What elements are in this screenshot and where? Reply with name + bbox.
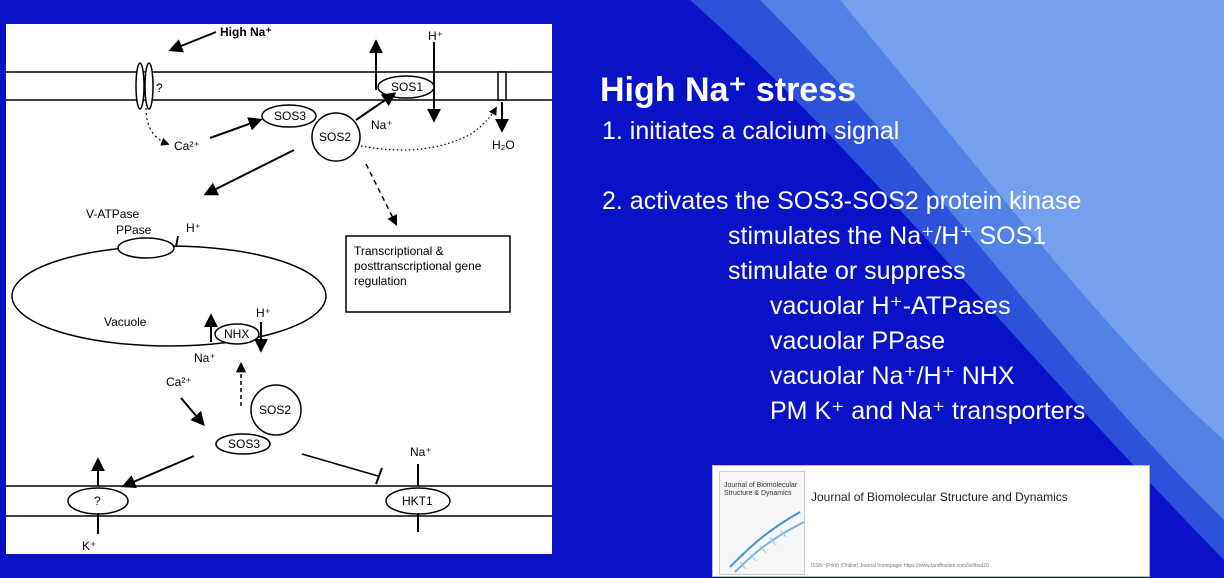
sos2-top-label: SOS2 bbox=[319, 130, 351, 144]
na-hkt1-label: Na⁺ bbox=[410, 445, 432, 459]
journal-cover-masthead: Journal of Biomolecular Structure & Dyna… bbox=[724, 482, 798, 497]
slide-text: High Na⁺ stress 1. initiates a calcium s… bbox=[600, 70, 1210, 429]
bullet-list: 1. initiates a calcium signal 2. activate… bbox=[600, 114, 1210, 429]
bullet-line: stimulates the Na⁺/H⁺ SOS1 bbox=[728, 222, 1047, 250]
bullet-line: vacuolar Na⁺/H⁺ NHX bbox=[770, 362, 1015, 390]
na-nhx-label: Na⁺ bbox=[194, 351, 216, 365]
ca-top-label: Ca²⁺ bbox=[174, 139, 200, 153]
hkt1-label: HKT1 bbox=[402, 494, 433, 508]
nhx-label: NHX bbox=[224, 327, 249, 341]
h2o-label: H₂O bbox=[492, 138, 515, 152]
bullet-line: vacuolar PPase bbox=[770, 327, 946, 355]
bullet-line: vacuolar H⁺-ATPases bbox=[770, 292, 1011, 320]
h-top-label: H⁺ bbox=[428, 29, 443, 43]
bullet-line: stimulate or suppress bbox=[728, 257, 966, 285]
ca-bottom-label: Ca²⁺ bbox=[166, 375, 192, 389]
journal-issn-line: ISSN: (Print) (Online) Journal homepage:… bbox=[811, 563, 989, 569]
transcriptional-regulation-box: Transcriptional & posttranscriptional ge… bbox=[354, 244, 482, 288]
journal-cover-image: Journal of Biomolecular Structure & Dyna… bbox=[719, 471, 805, 575]
h-nhx-label: H⁺ bbox=[256, 306, 271, 320]
channel-question-label: ? bbox=[156, 81, 163, 95]
bullet-line: 1. initiates a calcium signal bbox=[602, 117, 900, 145]
vacuole-label: Vacuole bbox=[104, 315, 147, 329]
sos3-top-label: SOS3 bbox=[274, 109, 306, 123]
sos3-bottom-label: SOS3 bbox=[228, 437, 260, 451]
bullet-line: 2. activates the SOS3-SOS2 protein kinas… bbox=[602, 187, 1082, 215]
bullet-line: PM K⁺ and Na⁺ transporters bbox=[770, 397, 1086, 425]
slide-title: High Na⁺ stress bbox=[600, 71, 857, 109]
salt-stress-pathway-diagram: ? High Na⁺ H₂O H⁺ SOS1 Na⁺ SOS3 SOS2 Ca²… bbox=[6, 25, 552, 553]
na-sos1-label: Na⁺ bbox=[371, 118, 393, 132]
high-na-label: High Na⁺ bbox=[220, 25, 272, 39]
sos1-label: SOS1 bbox=[391, 80, 423, 94]
h-vac-label: H⁺ bbox=[186, 221, 201, 235]
journal-title: Journal of Biomolecular Structure and Dy… bbox=[811, 490, 1068, 504]
journal-thumbnail: Journal of Biomolecular Structure & Dyna… bbox=[712, 465, 1150, 577]
k-bottom-label: K⁺ bbox=[82, 539, 96, 553]
bullet-spacer bbox=[600, 149, 1210, 184]
v-atpase-label: V-ATPase bbox=[86, 207, 139, 221]
transporter-question-label: ? bbox=[94, 494, 101, 508]
ppase-label: PPase bbox=[116, 223, 152, 237]
diagram-panel: ? High Na⁺ H₂O H⁺ SOS1 Na⁺ SOS3 SOS2 Ca²… bbox=[6, 24, 552, 554]
sos2-bottom-label: SOS2 bbox=[259, 403, 291, 417]
